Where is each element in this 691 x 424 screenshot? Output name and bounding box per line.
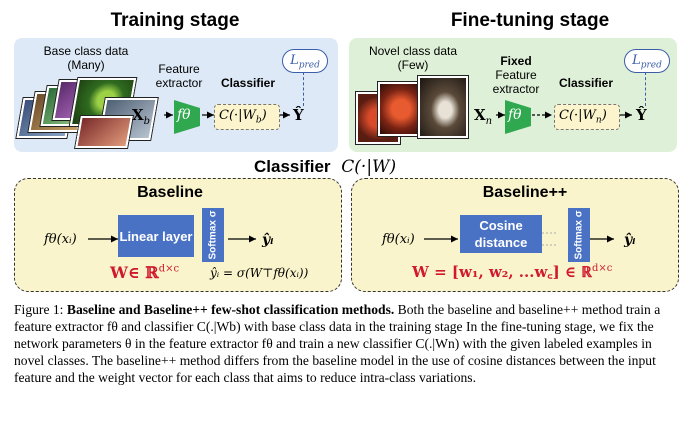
finetuning-stage-title: Fine-tuning stage [450, 10, 610, 31]
baseline-weight-expr: W∈ ℝd×c [110, 263, 180, 282]
baseline-arrows [88, 235, 256, 243]
finetuning-classifier-expr: C(·|Wn) [559, 108, 607, 126]
training-feature-extractor [174, 100, 200, 134]
finetuning-loss-link [645, 72, 646, 106]
training-input-symbol: Xb [132, 106, 151, 127]
caption-body: Both the baseline and baseline++ method … [14, 302, 661, 385]
caption-prefix: Figure 1: [14, 302, 67, 317]
baselinepp-input: fθ(xᵢ) [382, 232, 415, 247]
finetuning-extractor-symbol: fθ [508, 107, 522, 123]
baseline-output-expr: ŷᵢ = σ(W⊤fθ(xᵢ)) [210, 266, 309, 280]
finetuning-classifier-box [554, 104, 620, 130]
training-loss-node: Lpred [282, 49, 328, 73]
caption-title: Baseline and Baseline++ few-shot classif… [66, 302, 395, 317]
finetuning-loss-node: Lpred [624, 49, 670, 73]
linear-layer-box: Linear layer [118, 215, 194, 257]
training-extractor-symbol: fθ [177, 107, 191, 123]
novel-class-image-stack [356, 76, 476, 148]
training-output-symbol: Ŷ [293, 106, 304, 124]
finetuning-feature-extractor [505, 100, 531, 134]
fixed-label: Fixed [500, 54, 532, 68]
base-class-data-label: Base class data (Many) [43, 44, 129, 72]
baselinepp-weight-expr: W = [w₁, w₂, ...w꜀] ∈ ℝd×c [412, 263, 613, 281]
baselinepp-output: ŷᵢ [624, 232, 636, 248]
baseline-title: Baseline [137, 184, 203, 201]
figure-caption: Figure 1: Baseline and Baseline++ few-sh… [14, 301, 682, 386]
finetuning-flow-arrows [496, 111, 632, 119]
training-extractor-label: Feature extractor [155, 62, 203, 90]
training-stage-title: Training stage [110, 10, 240, 31]
baseline-input: fθ(xᵢ) [44, 232, 77, 247]
training-classifier-box [214, 104, 280, 130]
finetuning-input-symbol: Xn [474, 106, 493, 127]
training-loss-link [303, 72, 304, 106]
finetuning-extractor-label: Feature extractor [492, 68, 540, 96]
finetuning-output-symbol: Ŷ [636, 106, 647, 124]
finetuning-classifier-label: Classifier [558, 76, 614, 90]
baselinepp-title: Baseline++ [482, 184, 568, 201]
training-classifier-label: Classifier [220, 76, 276, 90]
training-classifier-expr: C(·|Wb) [219, 108, 267, 126]
baseline-softmax-box: Softmax σ [202, 208, 224, 262]
classifier-heading: Classifier C(·|W) [254, 157, 397, 177]
baselinepp-arrows [424, 232, 614, 246]
baselinepp-softmax-box: Softmax σ [568, 208, 590, 262]
novel-class-data-label: Novel class data (Few) [368, 44, 458, 72]
cosine-distance-box: Cosine distance [460, 215, 542, 253]
baseline-output: ŷᵢ [262, 232, 274, 248]
